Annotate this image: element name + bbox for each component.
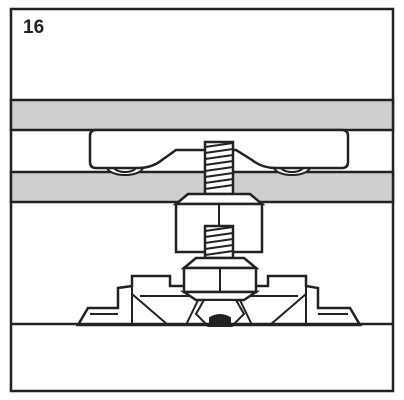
upper-rail — [9, 98, 395, 132]
hex-nut-lower — [179, 256, 261, 302]
threaded-bolt-lower — [203, 224, 235, 260]
bolt-tip — [194, 299, 246, 327]
step-number: 16 — [23, 17, 45, 38]
threaded-bolt-upper — [203, 140, 235, 196]
